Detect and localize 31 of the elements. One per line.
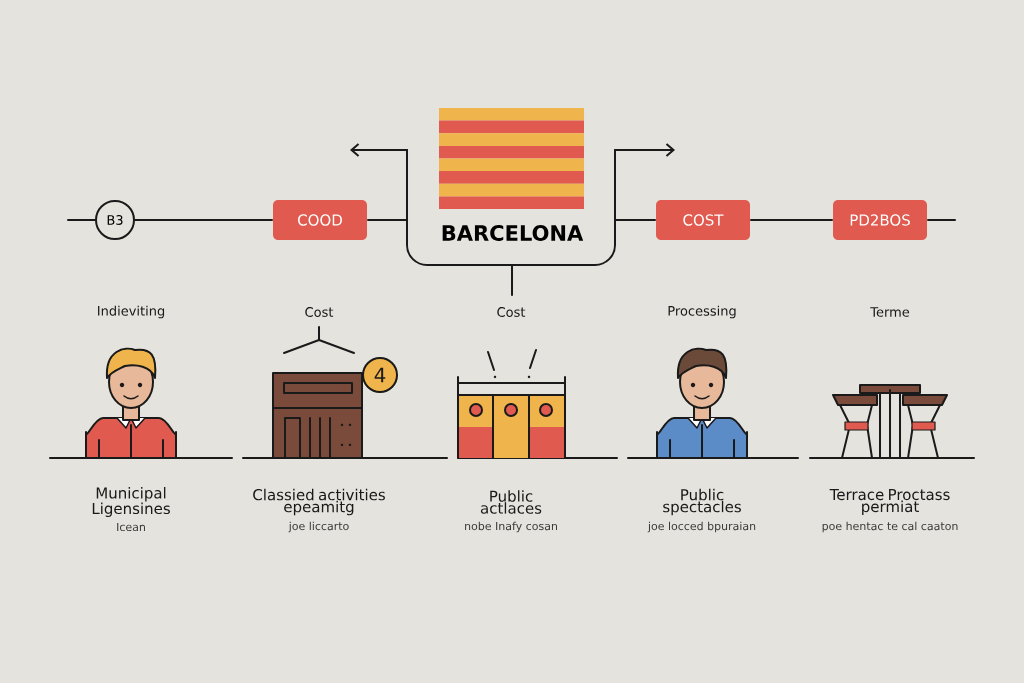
item-title: Municipal Ligensines <box>92 487 170 517</box>
badge-number: 4 <box>374 367 386 383</box>
connector-line <box>750 219 833 221</box>
node-label: BARCELONA <box>442 225 584 241</box>
connector-line <box>927 219 956 221</box>
arrow <box>350 143 408 157</box>
item-title: Public actlaces <box>480 490 542 514</box>
item-subtitle: Icean <box>117 522 145 532</box>
label-box: COST <box>656 200 750 240</box>
item-subtitle: nobe Inafy cosan <box>465 521 557 533</box>
circle-node: B3 <box>95 200 135 240</box>
connector-line <box>614 219 656 221</box>
connector-line <box>367 219 408 221</box>
column-heading: Terme <box>870 307 910 317</box>
arrow <box>614 143 675 157</box>
city-box: BARCELONA <box>406 108 616 266</box>
item-title: Terrace Proctass permiat <box>829 489 950 516</box>
column-heading: Cost <box>497 307 526 317</box>
item-subtitle: poe hentac te cal caaton <box>822 521 958 533</box>
column-heading: Cost <box>305 307 334 317</box>
column-heading: Processing <box>668 305 736 319</box>
connector-line <box>134 219 273 221</box>
label-box: PD2BOS <box>833 200 927 240</box>
item-subtitle: joe locced bpuraian <box>647 521 756 533</box>
item-subtitle: joe liccarto <box>288 521 349 533</box>
connector-line <box>511 264 513 296</box>
label-box: COOD <box>273 200 367 240</box>
item-title: Classied activities epeamitg <box>253 488 385 516</box>
item-title: Public spectacles <box>663 488 741 516</box>
column-heading: Indieviting <box>98 305 165 319</box>
connector-line <box>67 219 96 221</box>
